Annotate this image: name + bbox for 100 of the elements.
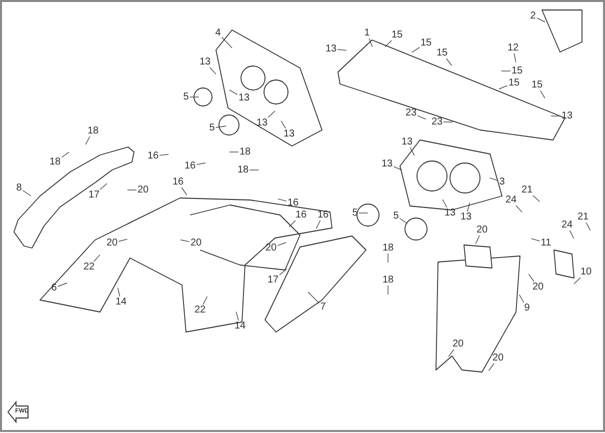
callout-number: 8: [15, 182, 23, 194]
callout-number: 20: [264, 242, 278, 254]
callout-number: 11: [540, 238, 552, 248]
leader-line: [467, 202, 470, 212]
callout-number: 14: [233, 320, 247, 332]
callout-number: 22: [82, 262, 96, 272]
callout-number: 24: [504, 194, 518, 206]
callout-number: 20: [475, 224, 489, 236]
callout-number: 20: [491, 352, 505, 364]
callout-number: 12: [506, 42, 520, 54]
callout-number: 22: [193, 304, 207, 316]
leader-line: [202, 296, 208, 305]
leader-line: [277, 198, 287, 202]
callout-number: 2: [529, 10, 537, 22]
callout-number: 5: [392, 210, 400, 222]
leader-line: [22, 190, 32, 196]
leader-line: [308, 292, 320, 304]
leader-line: [393, 166, 402, 170]
callout-number: 15: [390, 30, 404, 40]
leader-line: [94, 254, 100, 262]
callout-number: 16: [294, 210, 308, 220]
leader-line: [368, 38, 373, 48]
leader-line: [410, 147, 415, 156]
leader-line: [117, 287, 120, 297]
leader-line: [518, 294, 524, 303]
leader-line: [159, 154, 169, 156]
leader-line: [236, 311, 239, 321]
callout-number: 4: [214, 28, 222, 38]
leader-line: [358, 212, 368, 214]
leader-line: [229, 90, 238, 95]
leader-line: [85, 136, 90, 145]
leader-line: [268, 110, 276, 118]
leader-line: [475, 235, 480, 244]
callout-number: 5: [208, 122, 216, 134]
leader-line: [528, 274, 534, 282]
leader-line: [442, 199, 448, 208]
callout-number: 21: [576, 212, 590, 222]
leader-line: [448, 349, 454, 358]
callout-number: 5: [182, 92, 190, 102]
callout-number: 18: [86, 126, 100, 136]
leader-line: [489, 178, 499, 182]
leader-line: [61, 152, 70, 158]
leader-line: [384, 40, 392, 48]
callout-number: 13: [459, 212, 473, 222]
callout-number: 18: [236, 164, 250, 176]
callout-number: 23: [430, 116, 444, 128]
leader-line: [221, 36, 232, 48]
callout-number: 13: [237, 92, 251, 104]
leader-line: [100, 183, 108, 190]
callout-number: 16: [146, 150, 160, 162]
leader-line: [532, 195, 540, 202]
callout-number: 14: [114, 296, 128, 308]
callout-number: 16: [183, 160, 197, 172]
callout-number: 18: [238, 146, 252, 158]
leader-line: [280, 120, 286, 129]
callout-number: 16: [171, 176, 185, 188]
callout-number: 15: [435, 48, 449, 58]
callout-number: 15: [510, 66, 524, 76]
leader-line: [536, 18, 546, 22]
callout-number: 18: [48, 156, 62, 168]
leader-line: [530, 238, 540, 242]
leader-line: [488, 363, 494, 372]
leader-line: [569, 230, 574, 239]
callout-number: 20: [451, 338, 465, 350]
callout-number: 15: [419, 38, 433, 48]
callout-number: 13: [380, 158, 394, 170]
leader-line: [337, 49, 347, 51]
callout-number: 13: [198, 56, 212, 68]
leader-line: [196, 162, 206, 166]
callout-number: 5: [351, 208, 359, 218]
leader-line: [279, 268, 287, 276]
callout-number: 7: [319, 302, 327, 312]
callout-number: 20: [531, 282, 545, 292]
callout-number: 17: [87, 190, 101, 200]
callout-number: 17: [266, 274, 280, 286]
callout-number: 20: [136, 184, 150, 196]
leader-line: [316, 220, 321, 229]
leader-line: [180, 240, 190, 242]
callout-number: 20: [189, 238, 203, 248]
leader-line: [501, 70, 511, 72]
leader-line: [574, 277, 581, 284]
callout-number: 13: [400, 136, 414, 148]
leader-line: [210, 67, 216, 75]
leader-line: [118, 238, 128, 242]
leader-line: [498, 85, 508, 90]
callout-number: 18: [381, 274, 395, 286]
leader-line: [215, 126, 226, 128]
leader-line: [288, 220, 296, 228]
callout-number: 3: [498, 176, 506, 188]
callout-number: 21: [520, 184, 534, 196]
leader-line: [57, 282, 68, 287]
callout-number: 15: [507, 78, 521, 88]
callout-number: 24: [560, 220, 574, 230]
callout-number: 1: [363, 28, 371, 38]
leader-line: [516, 205, 522, 213]
leader-line: [399, 218, 408, 224]
callout-number: 18: [381, 242, 395, 254]
callout-number: 16: [286, 198, 300, 208]
leader-line: [586, 222, 591, 231]
leader-line: [277, 242, 286, 246]
